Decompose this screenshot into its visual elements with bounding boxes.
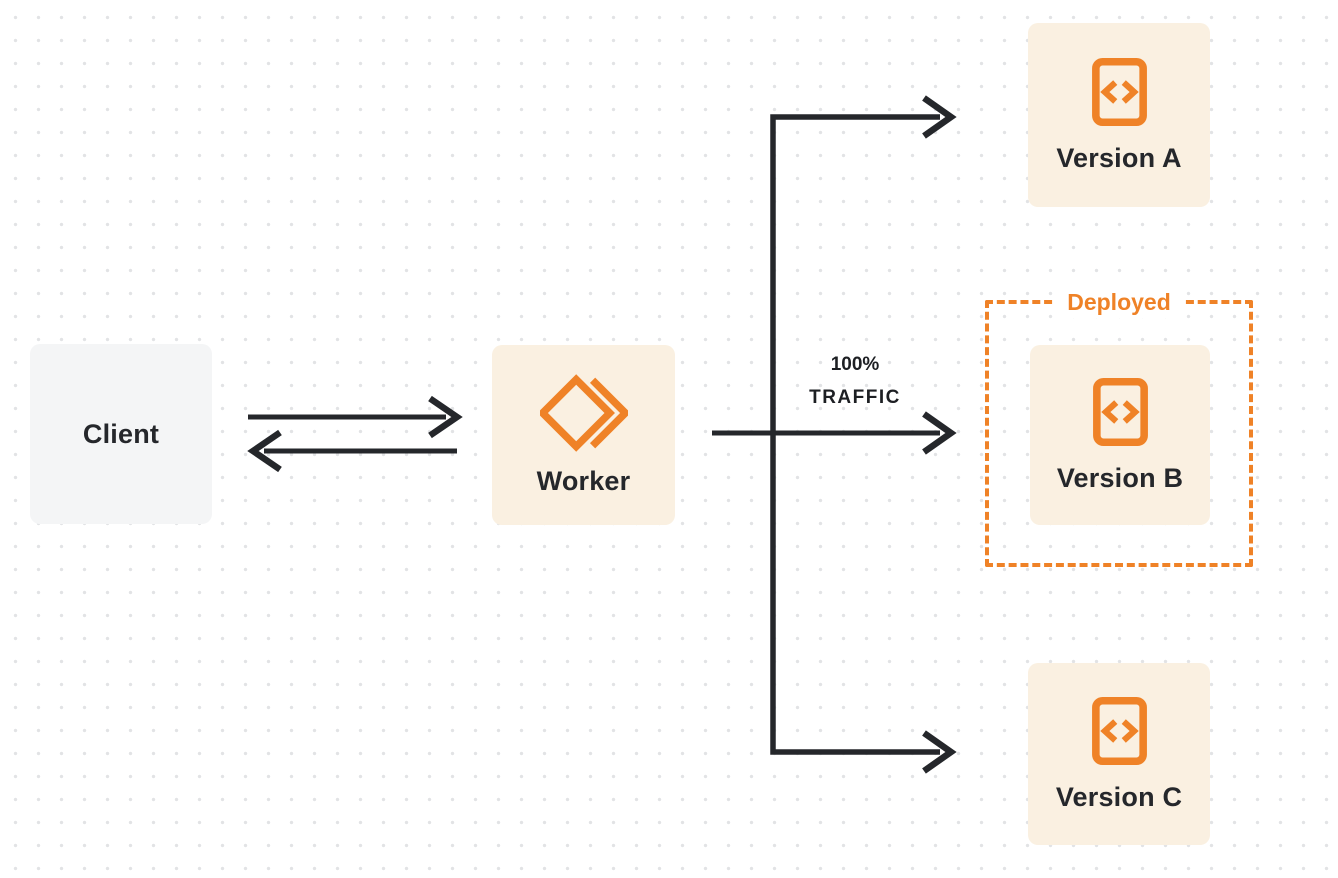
version-a-node: Version A: [1028, 23, 1210, 207]
client-node: Client: [30, 344, 212, 524]
version-c-node: Version C: [1028, 663, 1210, 845]
code-file-icon: [1091, 57, 1148, 127]
deployed-frame: Deployed Version B: [985, 286, 1253, 567]
branch-to-version-a-arrowhead: [922, 95, 957, 139]
traffic-label: 100% TRAFFIC: [780, 348, 930, 414]
version-b-label: Version B: [1056, 462, 1184, 493]
code-file-icon: [1091, 696, 1148, 766]
cloudflare-workers-icon: [539, 373, 628, 452]
version-b-node: Version B: [1030, 345, 1210, 525]
client-label: Client: [82, 418, 160, 449]
deployed-label: Deployed: [1053, 286, 1185, 318]
traffic-percent: 100%: [830, 354, 880, 375]
branch-trunk: [770, 114, 940, 755]
version-c-label: Version C: [1055, 781, 1183, 812]
worker-traffic-arrow: [712, 411, 957, 455]
branch-to-version-c-arrowhead: [922, 730, 957, 774]
version-a-label: Version A: [1056, 142, 1182, 173]
code-file-icon: [1092, 377, 1149, 447]
worker-node: Worker: [492, 345, 675, 525]
traffic-word: TRAFFIC: [809, 387, 901, 408]
client-to-worker-arrow: [248, 395, 463, 439]
worker-to-client-arrow: [247, 429, 457, 473]
worker-label: Worker: [536, 465, 631, 496]
